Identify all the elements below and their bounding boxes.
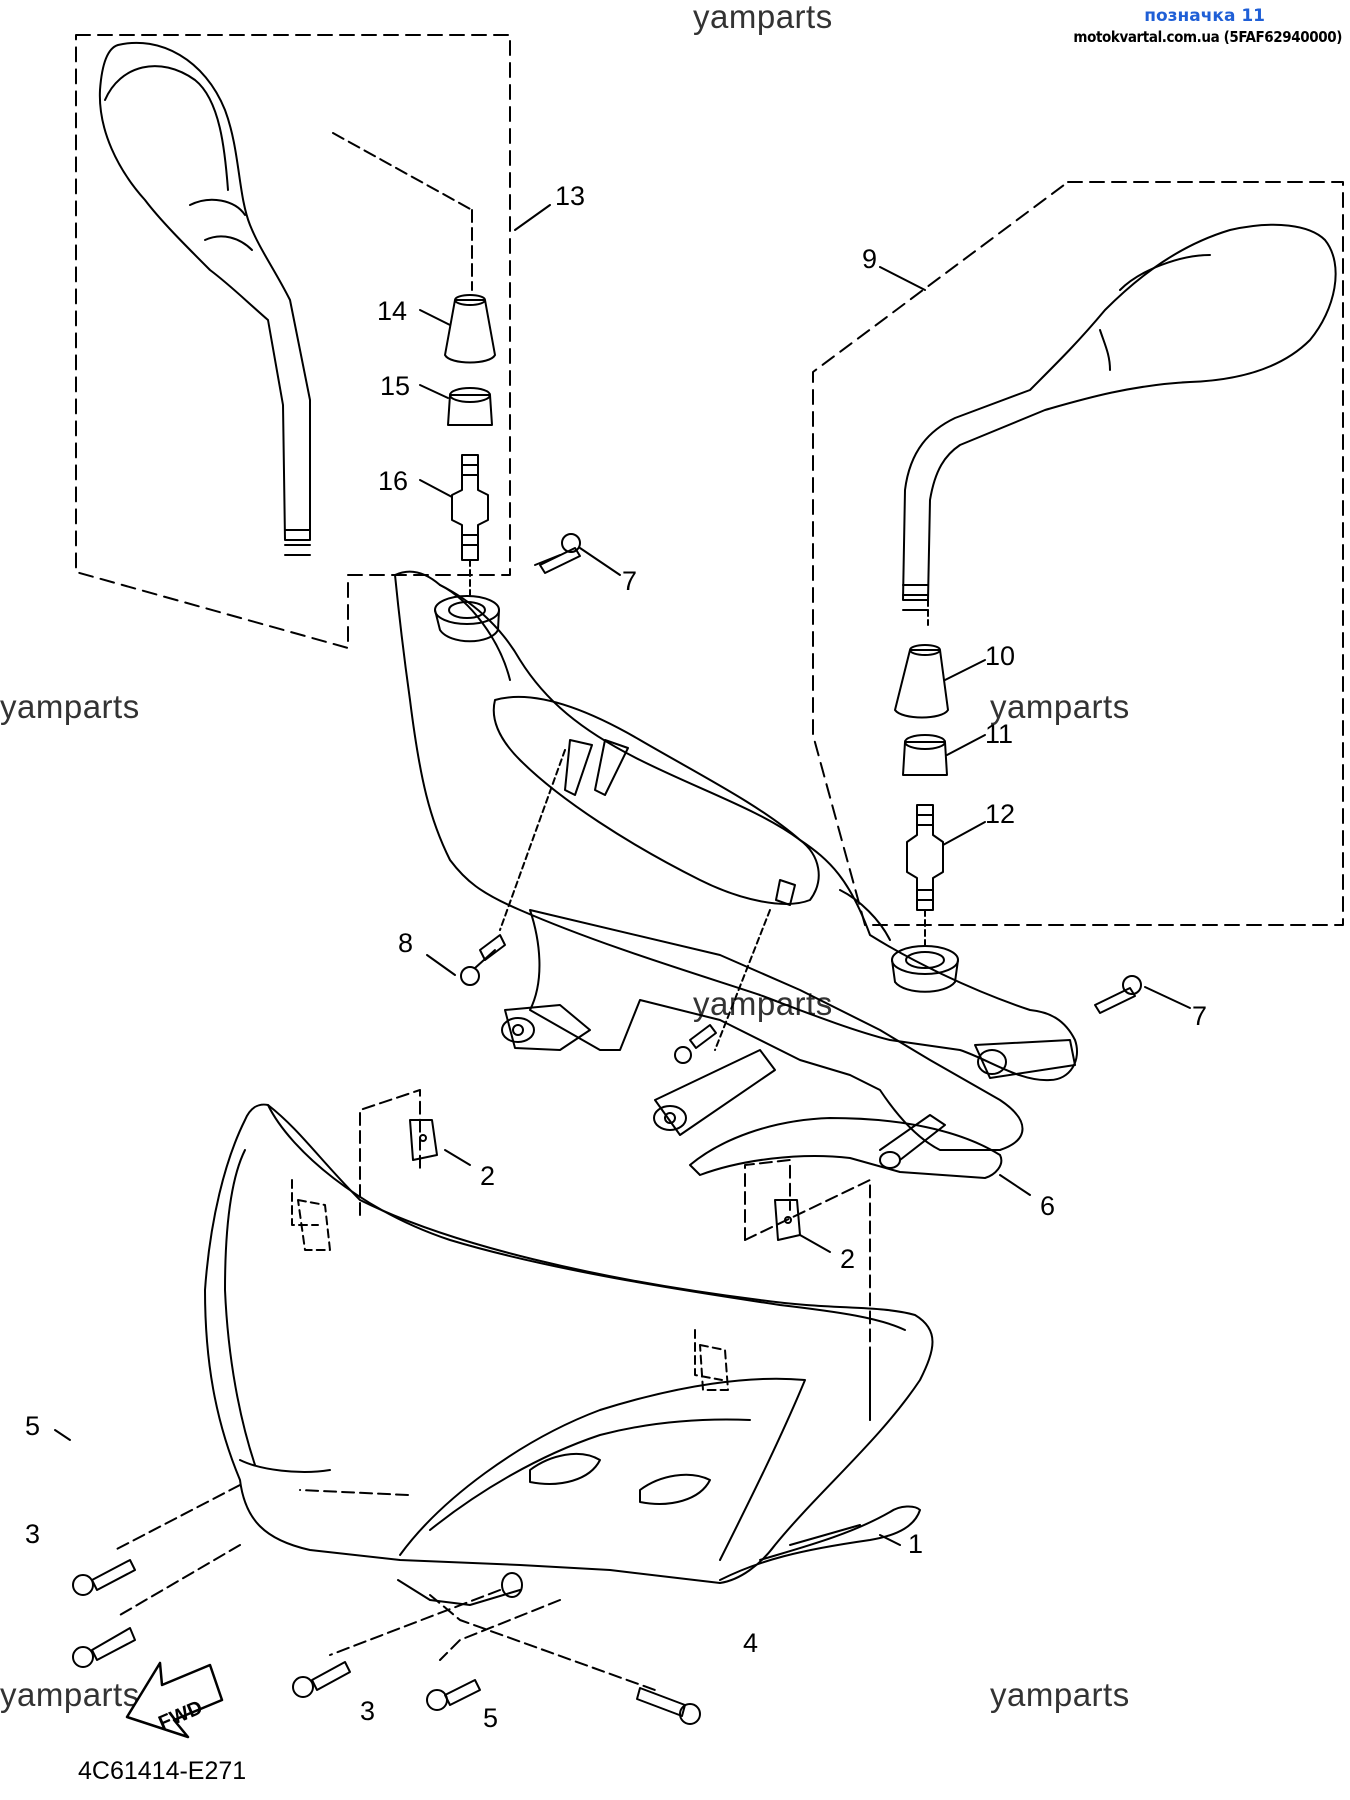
part-3-screw-bottom-icon [292,1661,351,1698]
part-10-boot-icon [894,649,949,719]
part-6-bracket-icon [689,1117,1003,1179]
group-13-outline [75,34,511,649]
part-16-adapter-icon [451,454,489,561]
callout-6: 6 [1040,1191,1055,1221]
part-8-screw-icon [460,934,506,986]
callout-1: 1 [908,1529,923,1559]
callout-2-right: 2 [840,1244,855,1274]
part-2-clipnut-icon [409,1119,438,1161]
part-4-screw-icon [636,1687,701,1725]
part-7-screw-right-icon [1094,975,1142,1014]
callout-3-bottom: 3 [360,1696,375,1726]
callout-5-left: 5 [25,1411,40,1441]
header-source: motokvartal.com.ua (5FAF62940000) [1073,28,1342,46]
watermark-top: yamparts [693,0,833,35]
callout-7-top: 7 [622,566,637,596]
part-7-screw-top-icon [539,533,581,574]
part-11-nut-icon [902,741,948,776]
left-mirror-icon [98,41,311,541]
watermark-bottom-right: yamparts [990,1676,1130,1713]
part-5-screw-bottom-icon [426,1679,481,1711]
callout-14: 14 [377,296,407,326]
callout-7-right: 7 [1192,1001,1207,1031]
right-mirror-icon [902,223,1337,601]
part-8-screw-b-icon [674,1024,717,1064]
part-5-screw-left-icon [72,1559,136,1596]
part-3-screw-left-icon [72,1627,136,1668]
part-14-boot-icon [444,299,496,364]
callout-5-bottom: 5 [483,1703,498,1733]
callout-4: 4 [743,1628,758,1658]
front-cowl-icon [204,1103,934,1584]
callout-16: 16 [378,466,408,496]
upper-cowl-icon [394,570,1078,1082]
callout-13: 13 [555,181,585,211]
callout-11: 11 [985,719,1013,749]
callout-10: 10 [985,641,1015,671]
diagram-code: 4C61414-E271 [78,1757,247,1785]
fwd-arrow-icon [125,1661,224,1739]
part-15-nut-icon [447,394,493,426]
callout-8: 8 [398,928,413,958]
header-title: позначка 11 [1144,6,1265,26]
group-9-outline [812,181,1344,926]
callout-9: 9 [862,244,877,274]
watermark-bottom-left: yamparts [0,1676,140,1713]
callout-3-left: 3 [25,1519,40,1549]
callout-2-left: 2 [480,1161,495,1191]
part-12-adapter-icon [906,804,944,911]
watermark-right: yamparts [990,688,1130,725]
watermark-left: yamparts [0,688,140,725]
callout-12: 12 [985,799,1015,829]
watermark-center: yamparts [693,985,833,1022]
callout-15: 15 [380,371,410,401]
